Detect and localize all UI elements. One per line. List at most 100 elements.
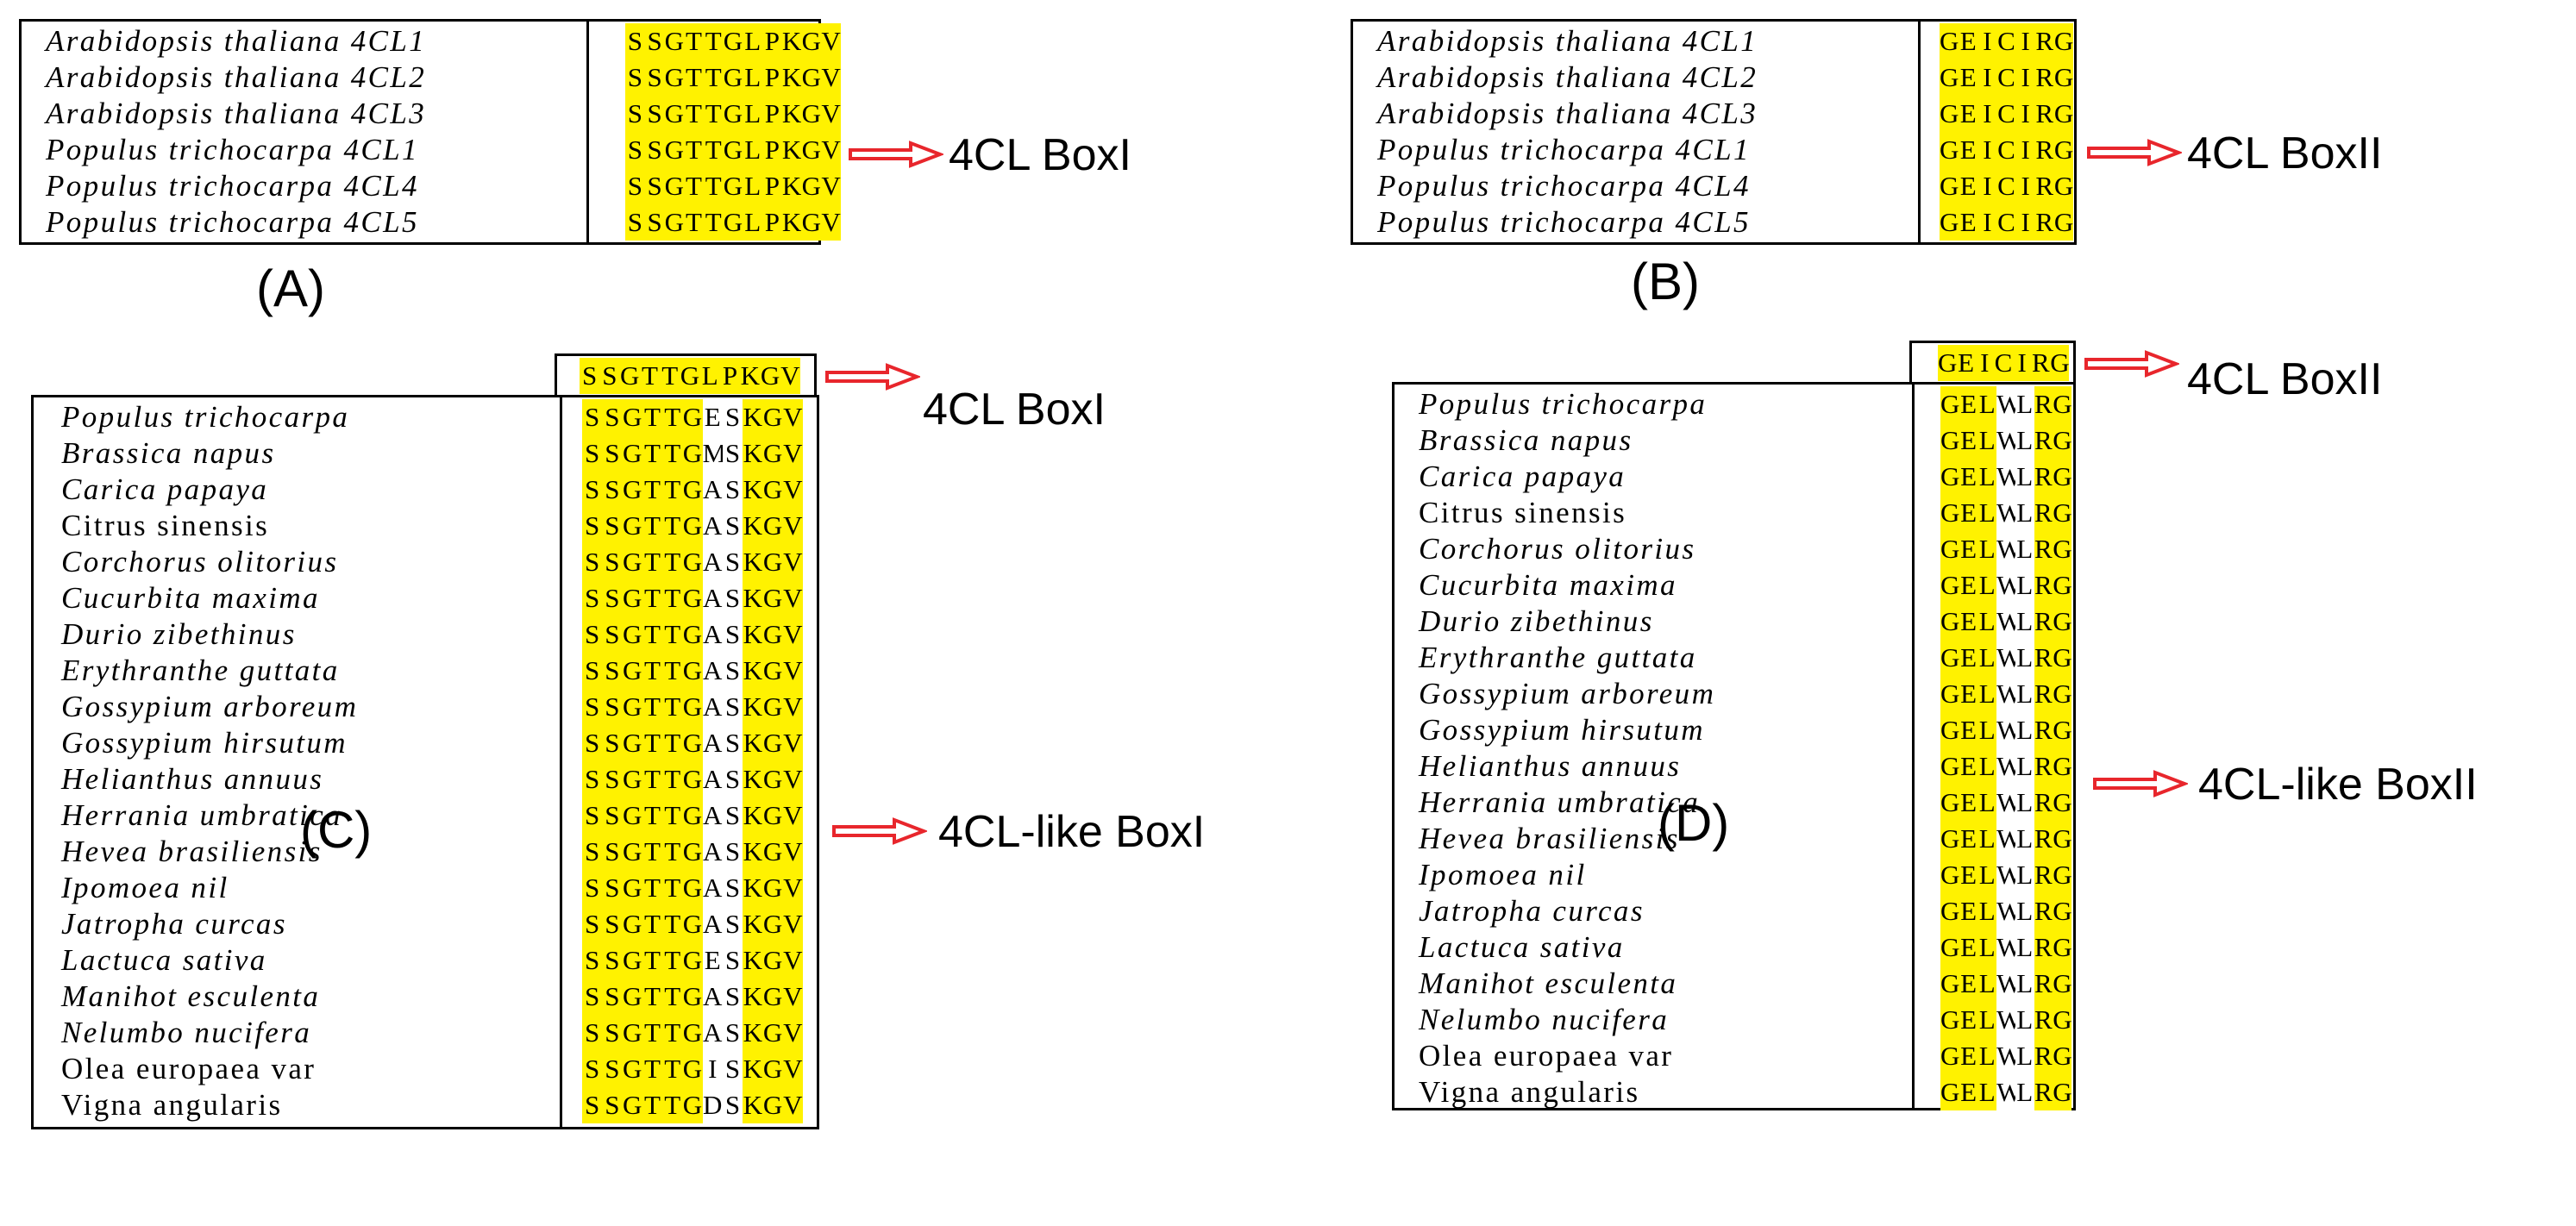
residue: R	[2034, 59, 2054, 96]
residue: T	[642, 834, 663, 870]
residue: S	[722, 979, 743, 1015]
residue: G	[801, 96, 822, 132]
residue: V	[782, 942, 803, 979]
residue: A	[702, 870, 723, 906]
residue: S	[599, 358, 620, 394]
residue: V	[782, 725, 803, 761]
residue: G	[762, 653, 783, 689]
residue: G	[1940, 1002, 1959, 1038]
residue: R	[2034, 23, 2054, 59]
residue: G	[2053, 966, 2072, 1002]
residue: L	[1977, 893, 1997, 929]
species-name: Nelumbo nucifera	[61, 1016, 312, 1049]
residue: I	[2015, 204, 2035, 241]
residue: L	[743, 59, 763, 96]
residue: G	[622, 616, 642, 653]
residue: M	[702, 435, 726, 472]
residue: L	[1977, 567, 1997, 604]
residue: G	[1940, 1074, 1959, 1110]
residue: E	[1959, 59, 1978, 96]
residue: G	[622, 979, 642, 1015]
residue: G	[622, 1051, 642, 1087]
residue: G	[622, 435, 642, 472]
residue: L	[1977, 604, 1997, 640]
residue: G	[2053, 893, 2072, 929]
residue: L	[2015, 495, 2034, 531]
residue: G	[2053, 96, 2073, 132]
residue: G	[682, 472, 703, 508]
residue: T	[642, 580, 663, 616]
residue: W	[1996, 567, 2021, 604]
species-name: Durio zibethinus	[61, 617, 297, 651]
species-name: Arabidopsis thaliana 4CL1	[1377, 24, 1758, 58]
residue: G	[664, 23, 685, 59]
residue: K	[740, 358, 761, 394]
motif-sequence: GELWLRG	[1940, 821, 2072, 857]
residue: L	[1977, 966, 1997, 1002]
residue: G	[2053, 567, 2072, 604]
residue: T	[662, 472, 683, 508]
residue: G	[723, 23, 743, 59]
residue: S	[582, 798, 603, 834]
residue: G	[723, 204, 743, 241]
residue: G	[622, 906, 642, 942]
residue: T	[662, 834, 683, 870]
residue: E	[702, 399, 723, 435]
motif-sequence: GELWLRG	[1940, 893, 2072, 929]
residue: E	[1959, 676, 1978, 712]
residue: R	[2034, 929, 2053, 966]
residue: V	[782, 653, 803, 689]
residue: K	[743, 1087, 763, 1123]
residue: G	[2053, 929, 2072, 966]
residue: G	[723, 59, 743, 96]
residue: E	[1959, 1002, 1978, 1038]
reference-motif-callout: 4CL BoxII	[2187, 354, 2383, 404]
residue: G	[2053, 712, 2072, 748]
residue: R	[2034, 1002, 2053, 1038]
residue: T	[639, 358, 661, 394]
residue: R	[2034, 168, 2054, 204]
residue: V	[821, 59, 841, 96]
residue: D	[702, 1087, 723, 1123]
residue: G	[682, 725, 703, 761]
residue: G	[2053, 59, 2073, 96]
residue: C	[1996, 96, 2016, 132]
species-name: Populus trichocarpa	[61, 400, 350, 434]
residue: G	[682, 761, 703, 798]
motif-callout: 4CL-like BoxII	[2198, 760, 2478, 810]
residue: K	[781, 23, 802, 59]
residue: S	[722, 1015, 743, 1051]
residue: T	[642, 979, 663, 1015]
residue: G	[622, 508, 642, 544]
residue: K	[743, 544, 763, 580]
residue: L	[1977, 1074, 1997, 1110]
residue: G	[2053, 459, 2072, 495]
residue: G	[801, 23, 822, 59]
residue: T	[703, 96, 724, 132]
residue: G	[682, 870, 703, 906]
residue: G	[2053, 495, 2072, 531]
residue: A	[702, 580, 723, 616]
residue: S	[602, 653, 623, 689]
residue: R	[2034, 459, 2053, 495]
motif-sequence: GELWLRG	[1940, 1038, 2072, 1074]
residue: S	[644, 59, 665, 96]
residue: V	[821, 132, 841, 168]
residue: S	[602, 942, 623, 979]
residue: G	[1940, 386, 1959, 422]
residue: S	[602, 870, 623, 906]
reference-motif-callout: 4CL BoxI	[923, 385, 1106, 435]
residue: S	[582, 870, 603, 906]
residue: E	[1959, 929, 1978, 966]
residue: G	[622, 472, 642, 508]
callout-arrow-icon	[832, 817, 927, 845]
residue: R	[2034, 531, 2053, 567]
residue: I	[2015, 96, 2035, 132]
